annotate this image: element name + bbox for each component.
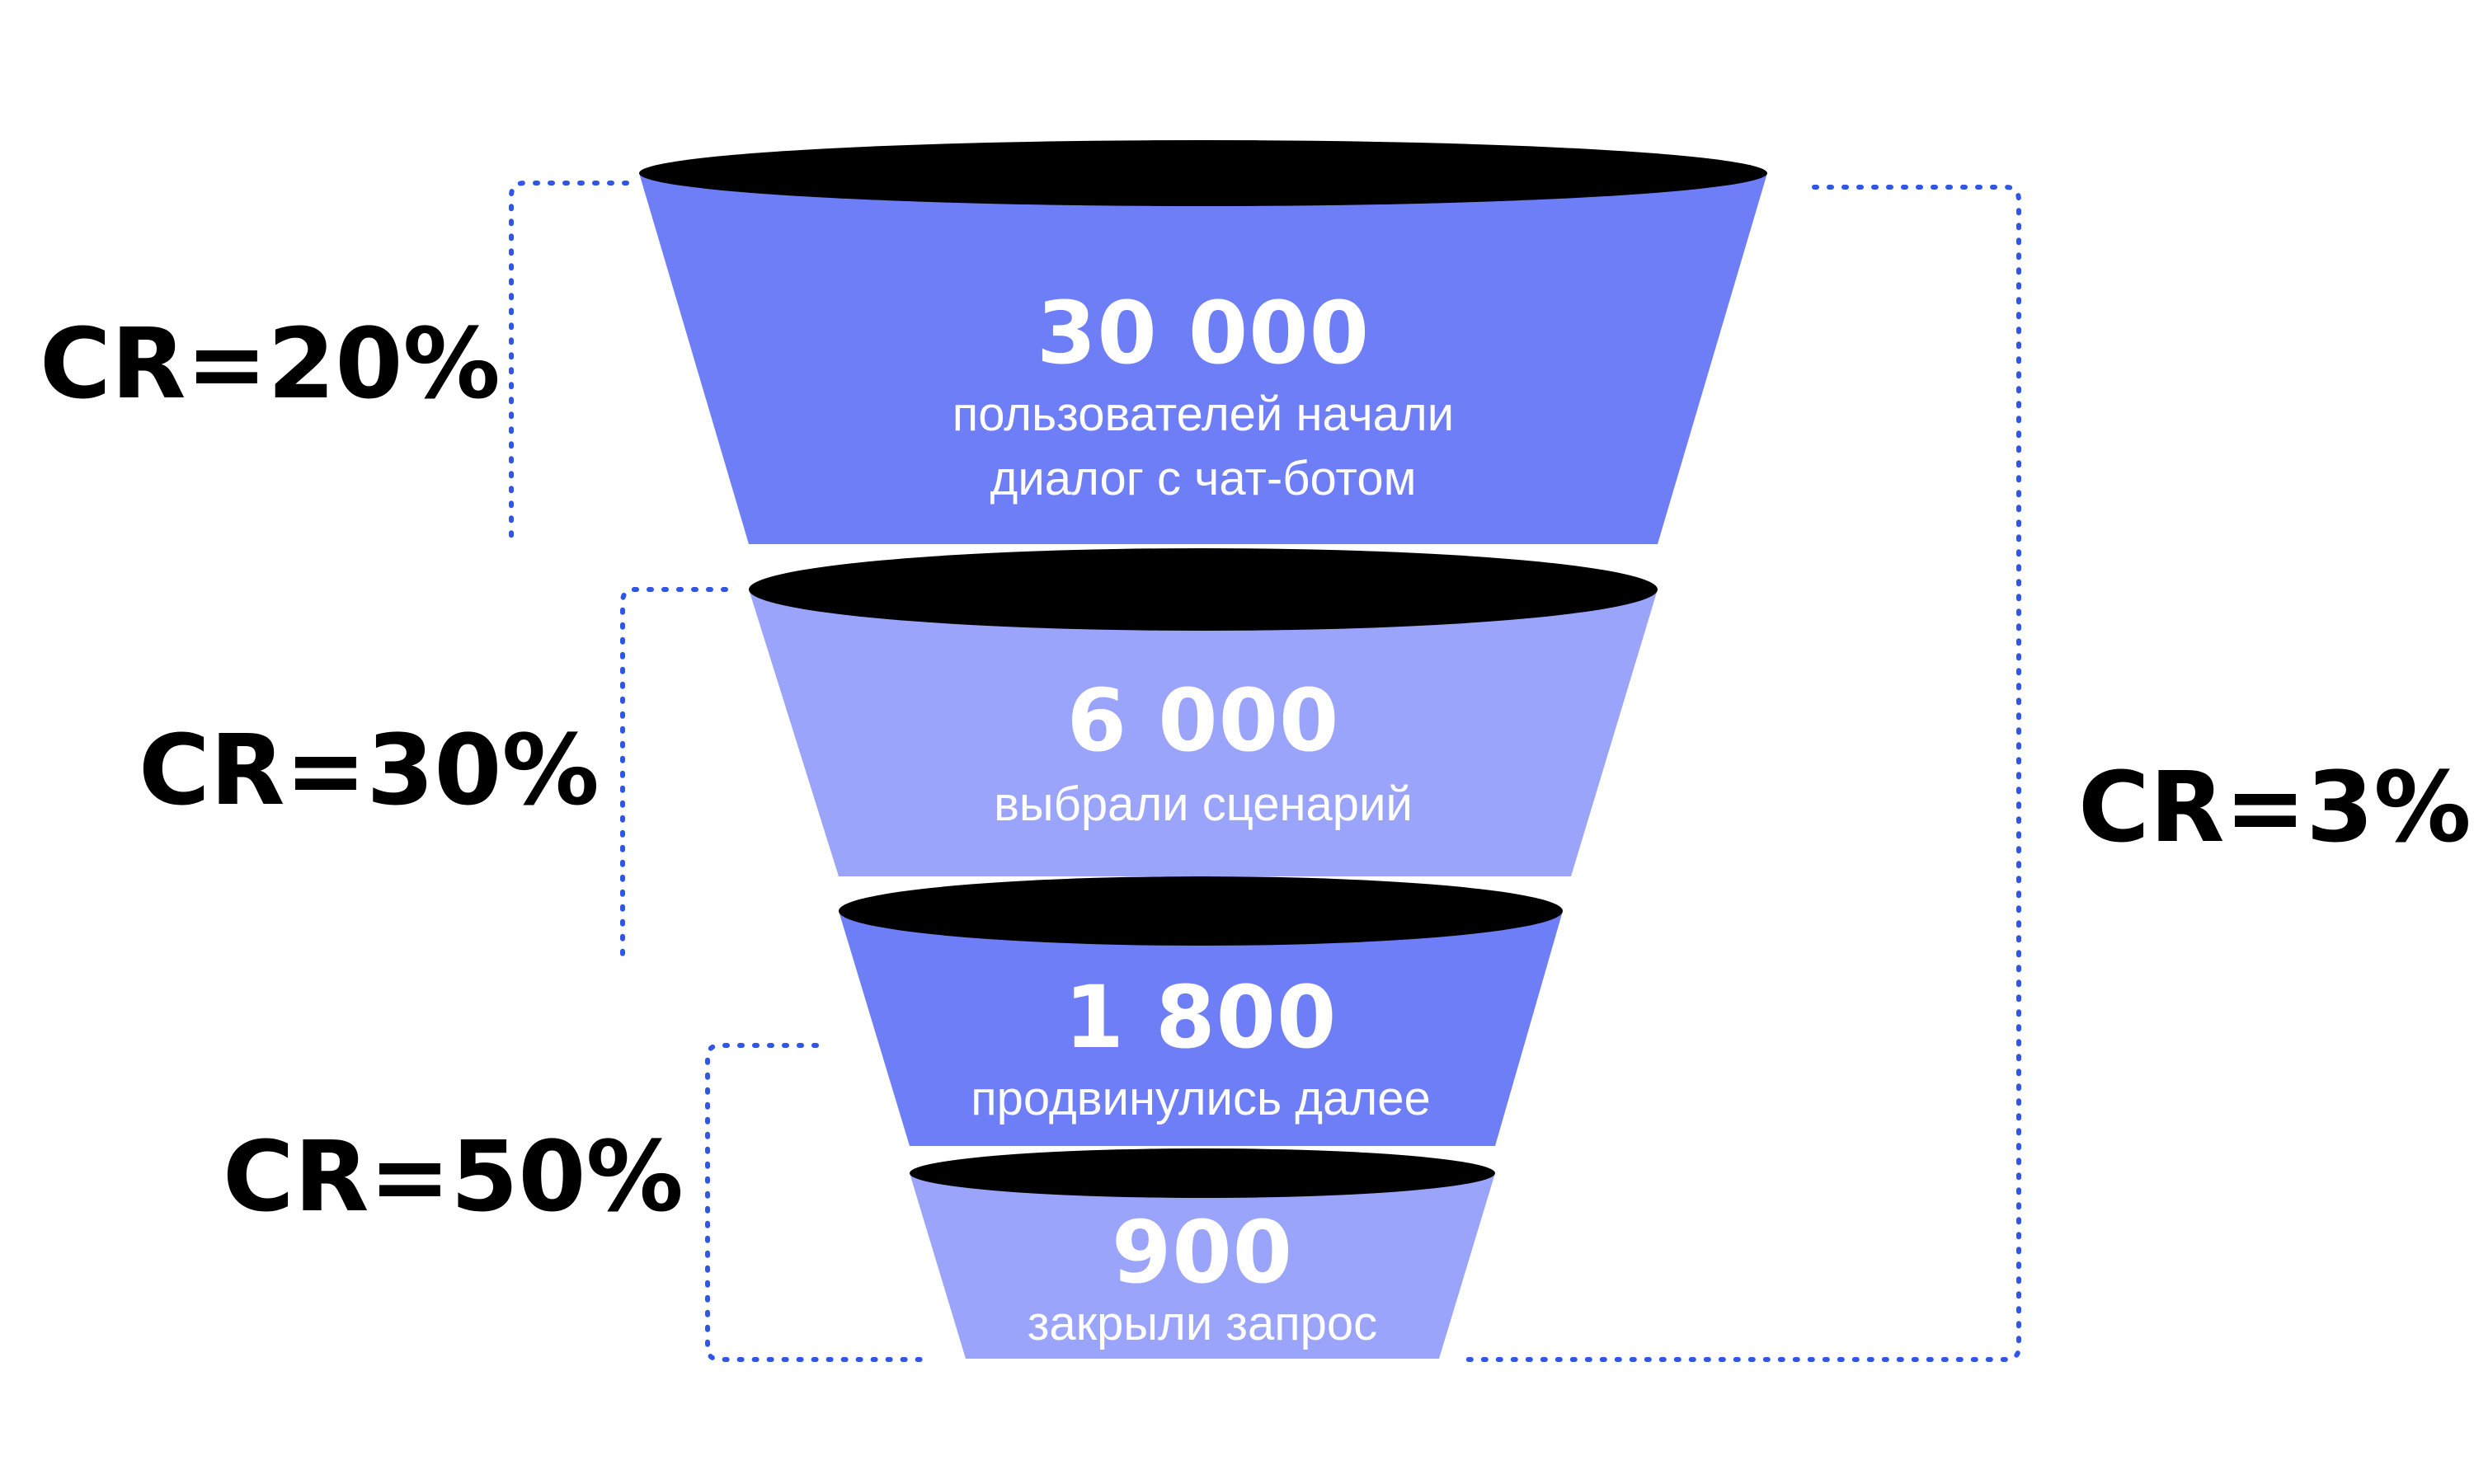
stage-3-caption: продвинулись далее	[971, 1072, 1431, 1125]
stage-3-value: 1 800	[1065, 967, 1338, 1068]
funnel-stage-1: 30 000 пользователей начали диалог с чат…	[639, 140, 1767, 544]
cr-label-stage-2-to-3: CR=30%	[139, 713, 600, 827]
stage-1-caption-line-2: диалог с чат-ботом	[990, 452, 1417, 505]
stage-4-value: 900	[1112, 1202, 1293, 1303]
stage-1-caption-line-1: пользователей начали	[952, 387, 1454, 441]
funnel-stage-3: 1 800 продвинулись далее	[839, 876, 1563, 1146]
cr-label-stage-3-to-4: CR=50%	[223, 1120, 684, 1233]
funnel-stage-2-rim	[749, 548, 1658, 631]
cr-label-stage-1-to-2: CR=20%	[40, 307, 501, 420]
bracket-stage-3-to-4	[705, 1043, 933, 1362]
funnel-stage-3-body	[839, 911, 1563, 1146]
stage-4-caption: закрыли запрос	[1028, 1297, 1377, 1350]
cr-label-total: CR=3%	[2078, 750, 2472, 864]
funnel-stage-4: 900 закрыли запрос	[910, 1148, 1495, 1359]
stage-1-value: 30 000	[1037, 283, 1370, 383]
stage-2-value: 6 000	[1067, 670, 1340, 771]
funnel-stage-4-rim	[910, 1148, 1495, 1198]
funnel-stage-4-body	[910, 1173, 1495, 1359]
funnel-stage-3-rim	[839, 876, 1563, 946]
bracket-stage-1-to-2	[509, 181, 629, 548]
bracket-stage-2-to-3	[620, 587, 728, 965]
bracket-total	[1465, 185, 2021, 1362]
funnel-stage-1-body	[639, 173, 1767, 544]
stage-2-caption: выбрали сценарий	[994, 777, 1413, 831]
funnel-stage-2-body	[749, 589, 1658, 876]
funnel-stage-2: 6 000 выбрали сценарий	[749, 548, 1658, 876]
funnel-stage-1-rim	[639, 140, 1767, 206]
